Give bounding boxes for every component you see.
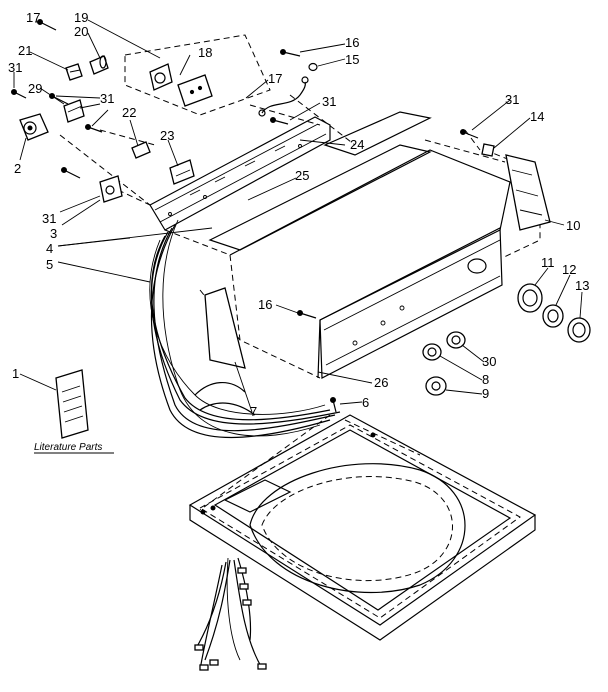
ring-12-icon xyxy=(542,304,564,328)
callout-30: 30 xyxy=(482,354,496,369)
callout-23: 23 xyxy=(160,128,174,143)
knob-8-icon xyxy=(422,343,442,361)
wire-harness-17-icon xyxy=(258,76,309,117)
callout-14: 14 xyxy=(530,109,544,124)
callout-11: 11 xyxy=(541,255,555,270)
knob-13-icon xyxy=(567,317,591,343)
callout-10: 10 xyxy=(566,218,580,233)
screw-31-icon xyxy=(61,167,81,179)
callout-19: 19 xyxy=(74,10,88,25)
lid-wires xyxy=(194,557,267,671)
screw-31-icon xyxy=(270,117,289,125)
callout-21: 21 xyxy=(18,43,32,58)
switch-29-icon xyxy=(63,99,85,123)
callout-18: 18 xyxy=(198,45,212,60)
callout-3: 3 xyxy=(50,226,57,241)
switch-3-icon xyxy=(99,175,123,203)
callout-8: 8 xyxy=(482,372,489,387)
terminal-block-icon xyxy=(177,74,213,107)
callout-25: 25 xyxy=(295,168,309,183)
callout-16: 16 xyxy=(258,297,272,312)
callout-7: 7 xyxy=(250,404,257,419)
callout-17: 17 xyxy=(26,10,40,25)
callout-31: 31 xyxy=(100,91,114,106)
callout-26: 26 xyxy=(374,375,388,390)
screw-31-icon xyxy=(11,89,27,99)
clamp-21-icon xyxy=(65,63,83,81)
washer-15-icon xyxy=(308,62,318,72)
literature-caption: Literature Parts xyxy=(34,442,102,453)
callout-2: 2 xyxy=(14,161,21,176)
callout-31: 31 xyxy=(42,211,56,226)
clip-14-icon xyxy=(481,143,495,157)
callout-31: 31 xyxy=(322,94,336,109)
capacitor-20-icon xyxy=(89,55,109,75)
leader-lines xyxy=(13,19,583,413)
callout-31: 31 xyxy=(505,92,519,107)
end-cap-10-icon xyxy=(505,154,551,231)
switch-18-icon xyxy=(149,63,173,91)
callout-24: 24 xyxy=(350,137,364,152)
screw-31-icon xyxy=(49,93,69,105)
side-panel-7 xyxy=(204,287,246,369)
knob-30-icon xyxy=(446,331,466,349)
screw-31-icon xyxy=(85,124,103,133)
callout-29: 29 xyxy=(28,81,42,96)
ring-11-icon xyxy=(517,283,543,313)
wire-harness-5 xyxy=(149,219,341,439)
callout-4: 4 xyxy=(46,241,53,256)
screw-6-icon xyxy=(330,397,337,413)
callout-9: 9 xyxy=(482,386,489,401)
screw-16-icon xyxy=(297,310,317,319)
top-cabinet xyxy=(188,414,537,641)
callout-13: 13 xyxy=(575,278,589,293)
callout-16: 16 xyxy=(345,35,359,50)
callout-31: 31 xyxy=(8,60,22,75)
console-assembly xyxy=(149,111,541,379)
callout-12: 12 xyxy=(562,262,576,277)
callout-6: 6 xyxy=(362,395,369,410)
callout-22: 22 xyxy=(122,105,136,120)
screw-16-icon xyxy=(280,49,301,57)
callout-17: 17 xyxy=(268,71,282,86)
small-parts xyxy=(11,19,551,231)
callout-labels: 17 19 20 21 18 16 15 31 29 31 22 17 31 3… xyxy=(8,10,589,419)
screw-31-icon xyxy=(460,129,479,139)
literature-booklet-icon xyxy=(55,369,89,439)
callout-5: 5 xyxy=(46,257,53,272)
knob-parts xyxy=(297,283,591,413)
callout-20: 20 xyxy=(74,24,88,39)
callout-1: 1 xyxy=(12,366,19,381)
knob-9-icon xyxy=(425,376,447,396)
callout-15: 15 xyxy=(345,52,359,67)
bracket-22-icon xyxy=(131,141,151,159)
timer-2-icon xyxy=(19,113,49,141)
connector-23-icon xyxy=(169,159,195,185)
